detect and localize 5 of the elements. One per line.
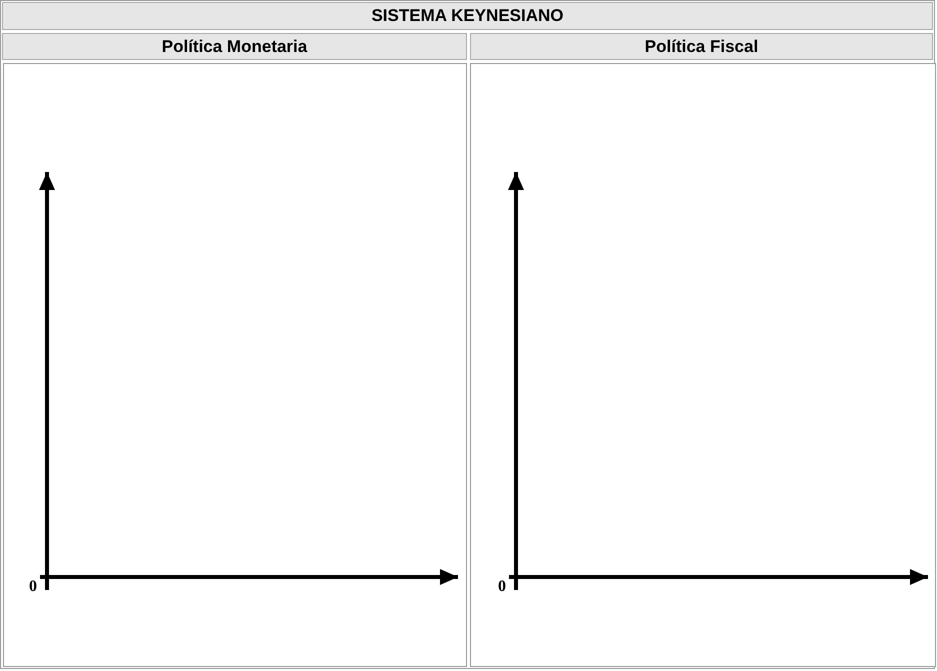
table-header: SISTEMA KEYNESIANO [2,2,933,30]
column-header: Política Fiscal [470,33,933,60]
axis-origin-label: 0 [498,578,506,596]
axis-origin-label: 0 [29,578,37,596]
column-header: Política Monetaria [2,33,467,60]
